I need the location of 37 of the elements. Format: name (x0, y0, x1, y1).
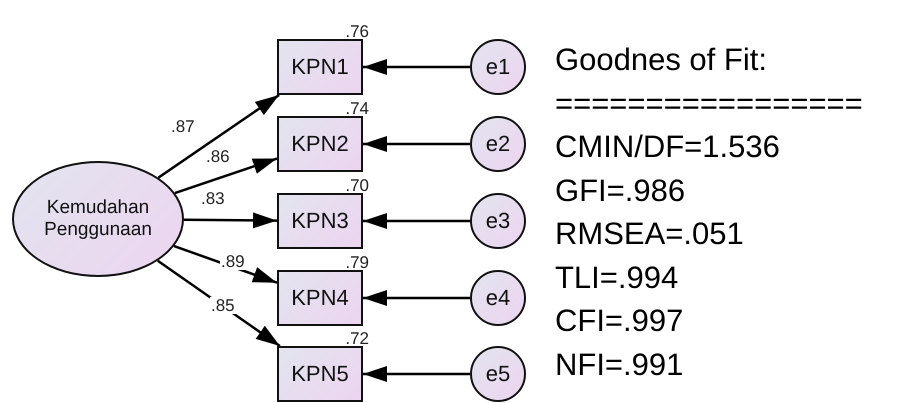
variable-label: e3 (486, 208, 510, 234)
fit-statistic: GFI=.986 (555, 172, 686, 210)
arrow (174, 157, 278, 194)
arrow (363, 59, 470, 75)
arrow (363, 213, 470, 229)
arrow (363, 366, 470, 382)
r-squared-value: .79 (345, 254, 369, 271)
variable-label: KPN4 (291, 285, 349, 311)
variable-label: Kemudahan Penggunaan (43, 197, 153, 241)
arrow (158, 94, 280, 179)
variable-label: KPN1 (291, 54, 349, 80)
path-coefficient: .85 (210, 297, 236, 314)
path-coefficient: .83 (200, 190, 226, 207)
arrow (184, 212, 278, 228)
variable-label: e2 (486, 131, 510, 157)
fit-statistic: CMIN/DF=1.536 (555, 128, 781, 166)
fit-heading: Goodnes of Fit: (555, 41, 768, 79)
path-coefficient: .87 (170, 118, 196, 135)
fit-statistic: RMSEA=.051 (555, 215, 745, 253)
r-squared-value: .70 (345, 177, 369, 194)
r-squared-value: .72 (345, 330, 369, 347)
variable-label: e4 (486, 285, 510, 311)
variable-label: KPN3 (291, 208, 349, 234)
variable-label: e5 (486, 361, 510, 387)
fit-statistic: TLI=.994 (555, 258, 680, 296)
r-squared-value: .76 (345, 23, 369, 40)
path-coefficient: .89 (220, 253, 246, 270)
variable-label: KPN5 (291, 361, 349, 387)
arrow (363, 290, 470, 306)
fit-statistic: NFI=.991 (555, 346, 684, 384)
variable-label: KPN2 (291, 131, 349, 157)
fit-statistic: CFI=.997 (555, 302, 684, 340)
arrow (363, 136, 470, 152)
r-squared-value: .74 (345, 100, 369, 117)
path-coefficient: .86 (205, 148, 231, 165)
separator-text: ================= (555, 84, 863, 122)
variable-label: e1 (486, 54, 510, 80)
